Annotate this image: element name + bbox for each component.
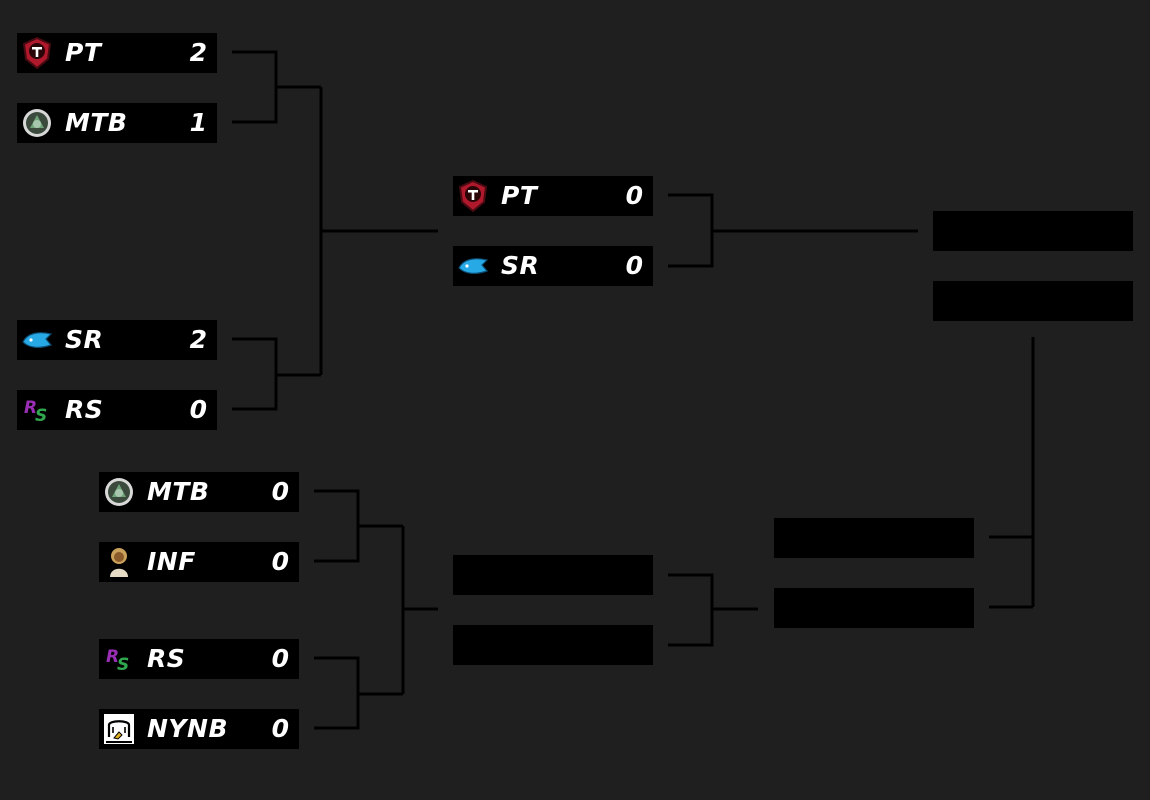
match-slot-lower-r1-m2-team2[interactable]: NYNB 0 (99, 709, 299, 749)
match-slot-upper-r1-m1-team1[interactable]: PT 2 (17, 33, 217, 73)
svg-text:R: R (24, 398, 37, 418)
match-slot-upper-final-team2[interactable]: SR 0 (453, 246, 653, 286)
team-name: PT (65, 38, 102, 67)
pt-shield-icon (457, 180, 489, 212)
sr-shark-icon (457, 250, 489, 282)
team-name: MTB (147, 477, 210, 506)
nynb-emblem-icon (103, 713, 135, 745)
team-name: SR (501, 251, 540, 280)
match-slot-lower-final-team2[interactable] (774, 588, 974, 628)
inf-character-icon (103, 546, 135, 578)
team-score: 0 (271, 547, 289, 576)
match-slot-grand-final-team2[interactable] (933, 281, 1133, 321)
match-slot-lower-r2-team2[interactable] (453, 625, 653, 665)
team-score: 0 (271, 644, 289, 673)
team-name: RS (65, 395, 104, 424)
team-name: RS (147, 644, 186, 673)
svg-text:R: R (106, 647, 119, 667)
team-score: 0 (271, 714, 289, 743)
team-name: PT (501, 181, 538, 210)
team-name: INF (147, 547, 196, 576)
mtb-badge-icon (21, 107, 53, 139)
match-slot-lower-r2-team1[interactable] (453, 555, 653, 595)
match-slot-upper-final-team1[interactable]: PT 0 (453, 176, 653, 216)
team-score: 2 (189, 38, 207, 67)
team-score: 0 (271, 477, 289, 506)
svg-text:S: S (117, 655, 129, 674)
mtb-badge-icon (103, 476, 135, 508)
match-slot-upper-r1-m1-team2[interactable]: MTB 1 (17, 103, 217, 143)
svg-text:S: S (35, 406, 47, 425)
sr-shark-icon (21, 324, 53, 356)
match-slot-upper-r1-m2-team1[interactable]: SR 2 (17, 320, 217, 360)
team-score: 0 (189, 395, 207, 424)
match-slot-grand-final-team1[interactable] (933, 211, 1133, 251)
team-score: 1 (189, 108, 207, 137)
team-score: 2 (189, 325, 207, 354)
match-slot-lower-r1-m1-team1[interactable]: MTB 0 (99, 472, 299, 512)
match-slot-lower-r1-m1-team2[interactable]: INF 0 (99, 542, 299, 582)
match-slot-lower-final-team1[interactable] (774, 518, 974, 558)
team-score: 0 (625, 181, 643, 210)
team-name: NYNB (147, 714, 229, 743)
pt-shield-icon (21, 37, 53, 69)
team-name: MTB (65, 108, 128, 137)
team-name: SR (65, 325, 104, 354)
team-score: 0 (625, 251, 643, 280)
